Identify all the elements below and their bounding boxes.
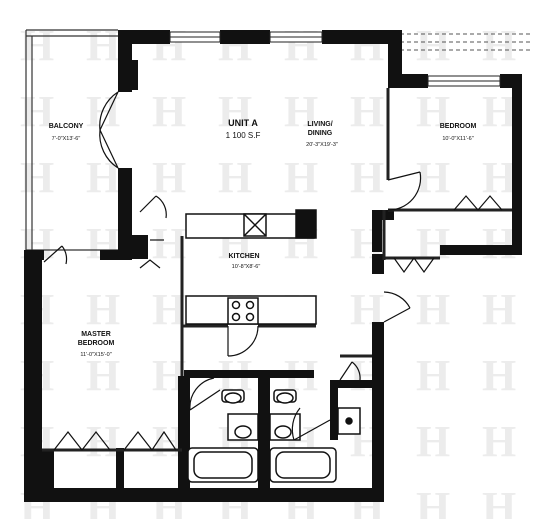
living-dim: 20'-3"X19'-3" bbox=[306, 142, 338, 148]
unit-name: UNIT A bbox=[228, 118, 258, 128]
watermark-glyph: H bbox=[218, 153, 252, 202]
master-dim: 11'-0"X15'-0" bbox=[80, 352, 111, 358]
watermark-glyph: H bbox=[152, 21, 186, 70]
watermark-glyph: H bbox=[86, 351, 120, 400]
unit-area: 1 100 S.F bbox=[226, 131, 261, 140]
watermark-glyph: H bbox=[416, 285, 450, 334]
watermark-glyph: H bbox=[350, 21, 384, 70]
room-labels: BALCONY 7'-0"X13'-6" UNIT A 1 100 S.F LI… bbox=[49, 118, 477, 358]
windows bbox=[169, 31, 501, 87]
watermark-glyph: H bbox=[284, 153, 318, 202]
watermark-glyph: H bbox=[482, 351, 516, 400]
watermark-glyph: H bbox=[416, 483, 450, 519]
watermark-glyph: H bbox=[482, 483, 516, 519]
exterior-dashed-lines bbox=[400, 33, 530, 51]
balcony-dim: 7'-0"X13'-6" bbox=[52, 136, 81, 142]
watermark-glyph: H bbox=[284, 87, 318, 136]
walls bbox=[24, 30, 522, 502]
bedroom-label: BEDROOM bbox=[440, 123, 477, 130]
watermark-glyph: H bbox=[86, 285, 120, 334]
watermark-glyph: H bbox=[482, 153, 516, 202]
bedroom-dim: 10'-0"X11'-6" bbox=[442, 136, 473, 142]
living-label-line2: DINING bbox=[308, 130, 333, 137]
watermark-glyph: H bbox=[482, 219, 516, 268]
kitchen-dim: 10'-8"X8'-6" bbox=[232, 264, 261, 270]
watermark-glyph: H bbox=[416, 21, 450, 70]
watermark-glyph: H bbox=[284, 21, 318, 70]
bath-fixtures bbox=[187, 389, 361, 483]
watermark-glyph: H bbox=[152, 153, 186, 202]
kitchen-label: KITCHEN bbox=[228, 253, 259, 260]
watermark-glyph: H bbox=[86, 153, 120, 202]
watermark-glyph: H bbox=[482, 285, 516, 334]
watermark-glyph: H bbox=[482, 21, 516, 70]
master-label-line2: BEDROOM bbox=[78, 340, 115, 347]
watermark-glyph: H bbox=[86, 21, 120, 70]
interior-walls bbox=[42, 88, 512, 452]
watermark-glyph: H bbox=[416, 87, 450, 136]
doors bbox=[43, 91, 503, 451]
watermark-glyph: H bbox=[20, 21, 54, 70]
watermark-glyph: H bbox=[20, 153, 54, 202]
watermark-glyph: H bbox=[350, 153, 384, 202]
watermark-glyph: H bbox=[218, 21, 252, 70]
watermark-glyph: H bbox=[218, 87, 252, 136]
watermark-glyph: H bbox=[416, 153, 450, 202]
watermark-glyph: H bbox=[350, 87, 384, 136]
watermark-glyph: H bbox=[152, 87, 186, 136]
watermark-glyph: H bbox=[86, 219, 120, 268]
balcony-label: BALCONY bbox=[49, 123, 84, 130]
watermark-glyph: H bbox=[416, 351, 450, 400]
living-label-line1: LIVING/ bbox=[307, 121, 332, 128]
watermark-glyph: H bbox=[416, 417, 450, 466]
kitchen-counters bbox=[185, 209, 317, 325]
watermark-glyph: H bbox=[416, 219, 450, 268]
watermark-glyph: H bbox=[482, 417, 516, 466]
master-label-line1: MASTER bbox=[81, 331, 111, 338]
watermark-glyph: H bbox=[482, 87, 516, 136]
